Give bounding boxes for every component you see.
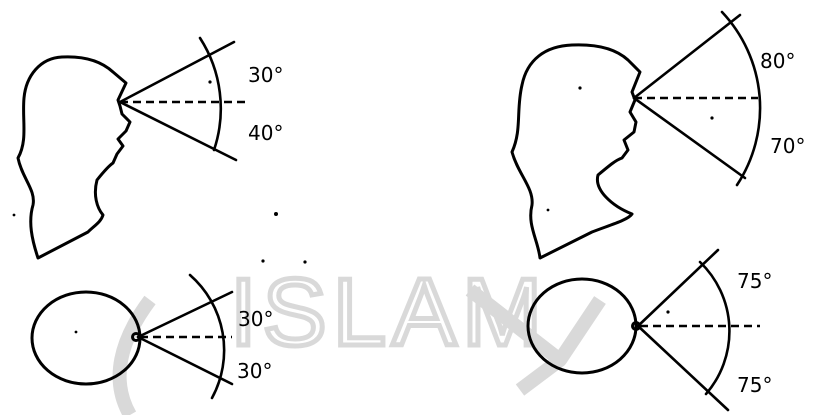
upper-angle-label: 30° xyxy=(248,63,283,87)
sight-line-upper xyxy=(638,250,718,326)
sight-line-lower xyxy=(638,326,728,410)
head-silhouette xyxy=(18,57,130,258)
lower-angle-label: 70° xyxy=(770,134,805,158)
head-silhouette xyxy=(512,45,640,258)
upper-angle-label: 75° xyxy=(737,269,772,293)
sight-line-upper xyxy=(634,15,740,98)
lower-angle-label: 30° xyxy=(237,359,272,383)
lower-angle-label: 75° xyxy=(737,373,772,397)
sight-line-lower xyxy=(634,98,745,178)
head-profile-left: 30° 40° xyxy=(18,38,283,258)
field-arc xyxy=(700,262,729,394)
sight-line-lower xyxy=(138,337,232,384)
upper-angle-label: 30° xyxy=(238,307,273,331)
head-profile-right: 80° 70° xyxy=(512,12,805,258)
field-arc xyxy=(200,38,221,150)
eye-topview-right: 75° 75° xyxy=(528,250,772,410)
upper-angle-label: 80° xyxy=(760,49,795,73)
lower-angle-label: 40° xyxy=(248,121,283,145)
